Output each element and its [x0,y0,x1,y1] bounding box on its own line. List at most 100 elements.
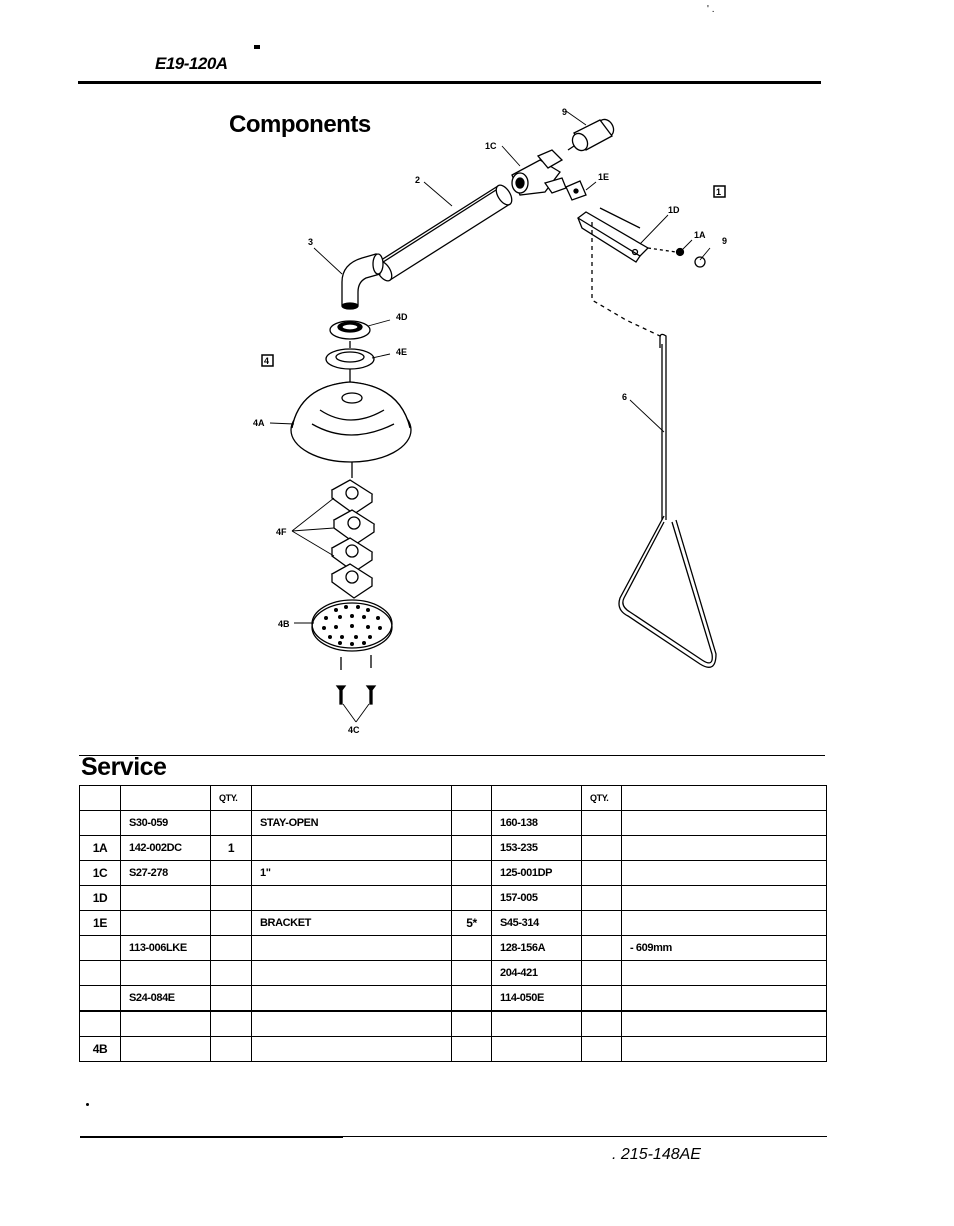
header-description [251,785,452,811]
cell-description-2 [621,810,827,836]
cell-item-2: 5* [451,910,492,936]
cell-item-2 [451,935,492,961]
header-rule [78,81,821,84]
part-4c-screws [335,655,377,705]
cell-description-2 [621,860,827,886]
cell-item [79,985,121,1012]
part-6-pull-rod [618,333,717,668]
cell-description-2 [621,885,827,911]
cell-qty-2 [581,935,622,961]
cell-qty-2 [581,1036,622,1062]
cell-item [79,960,121,986]
cell-description: STAY-OPEN [251,810,452,836]
cell-part-number [120,1036,211,1062]
cell-item-2 [451,885,492,911]
table-header-row: QTY. QTY. [79,785,827,811]
callout-4e: 4E [396,347,407,357]
note-box-4 [261,354,274,367]
table-row [79,1010,827,1037]
cell-qty [210,985,252,1012]
cell-part-number-2 [491,1010,582,1037]
cell-qty-2 [581,1010,622,1037]
callout-4c: 4C [348,725,360,735]
cell-qty [210,910,252,936]
callout-2: 2 [415,175,420,185]
cell-part-number [120,885,211,911]
cell-item [79,1010,121,1037]
cell-item: 1E [79,910,121,936]
cell-description [251,835,452,861]
cell-qty [210,860,252,886]
cell-item: 1C [79,860,121,886]
table-top-rule [79,755,825,756]
cell-item: 1D [79,885,121,911]
header-part-number [120,785,211,811]
callout-1c: 1C [485,141,497,151]
cell-item-2 [451,960,492,986]
cell-description-2 [621,910,827,936]
document-id: E19-120A [155,54,228,73]
cell-part-number [120,960,211,986]
cell-qty-2 [581,885,622,911]
header-description-2 [621,785,827,811]
cell-part-number-2: S45-314 [491,910,582,936]
cell-part-number-2 [491,1036,582,1062]
cell-item-2 [451,835,492,861]
note-box-1 [713,185,726,198]
cell-part-number [120,910,211,936]
cell-part-number: 142-002DC [120,835,211,861]
callout-4f: 4F [276,527,287,537]
cell-description-2 [621,1036,827,1062]
cell-part-number-2: 114-050E [491,985,582,1012]
callout-3: 3 [308,237,313,247]
part-1c-ball-valve [511,149,567,196]
cell-qty-2 [581,960,622,986]
cell-part-number: 113-006LKE [120,935,211,961]
cell-description-2 [621,835,827,861]
cell-qty [210,1010,252,1037]
cell-description [251,960,452,986]
cell-qty-2 [581,910,622,936]
cell-description [251,935,452,961]
cell-qty-2 [581,810,622,836]
cell-qty [210,960,252,986]
cell-description: 1" [251,860,452,886]
callout-4b: 4B [278,619,290,629]
header-qty-2: QTY. [581,785,622,811]
footer-rule [80,1136,343,1138]
note-box-4-label: 4 [264,356,269,366]
dash-mark [254,45,260,49]
cell-part-number-2: 160-138 [491,810,582,836]
cell-qty-2 [581,985,622,1012]
cell-item-2 [451,1010,492,1037]
footnote-mark [86,1103,89,1106]
components-title: Components [229,111,371,138]
cell-part-number: S27-278 [120,860,211,886]
header-qty: QTY. [210,785,252,811]
cell-description-2 [621,960,827,986]
exploded-parts-diagram: 9 1C 1E 2 1D 1A 9 3 4D 4E 4A 6 4F 4B 4C … [253,107,727,735]
cell-part-number-2: 157-005 [491,885,582,911]
cell-part-number-2: 153-235 [491,835,582,861]
footer-rule-thin [343,1136,827,1137]
callout-4d: 4D [396,312,408,322]
cell-part-number-2: 125-001DP [491,860,582,886]
part-4b-spray-plate [311,599,393,652]
cell-item: 4B [79,1036,121,1062]
cell-description-2 [621,985,827,1012]
cell-description-2 [621,1010,827,1037]
header-part-number-2 [491,785,582,811]
callout-4a: 4A [253,418,265,428]
callout-1d: 1D [668,205,680,215]
cell-item-2 [451,985,492,1012]
service-title: Service [81,753,167,781]
callout-9b: 9 [722,236,727,246]
note-box-1-label: 1 [716,187,721,197]
cell-item [79,935,121,961]
cell-qty [210,935,252,961]
part-2-pipe [375,184,513,282]
page-reference: . 215-148AE [612,1146,701,1163]
header-item [79,785,121,811]
